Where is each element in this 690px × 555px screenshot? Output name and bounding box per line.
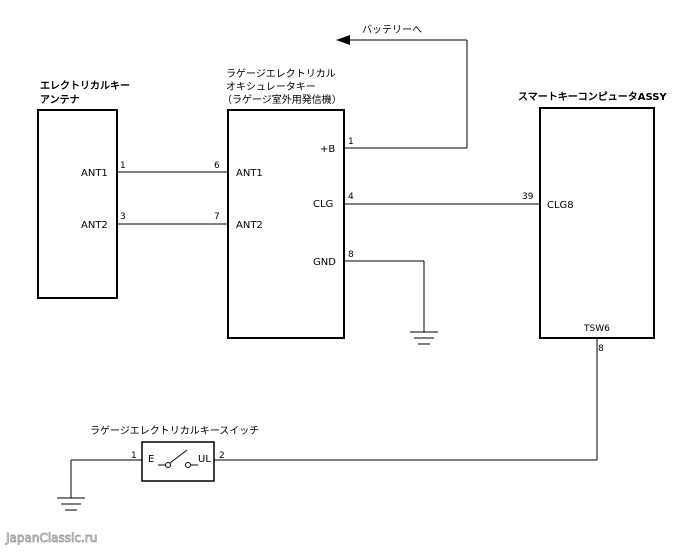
oscillator-ground [344,260,438,345]
oscillator-pin-number-6: 6 [214,161,220,171]
battery-arrow-icon [336,35,350,45]
oscillator-pin-plus-b: +B [320,144,335,155]
computer-pin-number-8: 8 [598,344,604,354]
smart-key-computer-component: スマートキーコンピュータASSY CLG8 39 TSW6 8 [518,91,667,354]
antenna-title-line1: エレクトリカルキー [40,80,130,92]
oscillator-pin-ant1: ANT1 [236,168,263,179]
oscillator-pin-number-4: 4 [348,192,354,202]
computer-title: スマートキーコンピュータASSY [518,91,667,103]
battery-label: バッテリーへ [362,24,422,36]
antenna-pin-ant2: ANT2 [81,220,108,231]
ground-icon [57,497,85,511]
switch-box [141,441,215,482]
antenna-title-line2: アンテナ [40,94,80,106]
antenna-pin-number-1: 1 [120,161,126,171]
oscillator-component: ラゲージエレクトリカル オキシュレータキー （ラゲージ室外用発信機） ANT1 … [214,68,354,339]
oscillator-title-line2: オキシュレータキー [226,81,316,93]
antenna-component: エレクトリカルキー アンテナ ANT1 ANT2 1 3 [37,80,130,299]
oscillator-pin-clg: CLG [313,199,333,210]
oscillator-title-line1: ラゲージエレクトリカル [226,68,336,80]
oscillator-pin-number-8: 8 [348,250,354,260]
computer-box [539,107,655,339]
switch-ground [57,459,142,511]
oscillator-box [227,109,345,339]
oscillator-pin-ant2: ANT2 [236,220,263,231]
switch-label-ul: UL [198,454,211,465]
switch-contact-icon [158,449,198,468]
antenna-box [37,109,118,299]
switch-pin-number-1: 1 [131,451,137,461]
computer-pin-number-39: 39 [522,192,534,202]
watermark: JapanClassic.ru [5,531,97,545]
computer-pin-clg8: CLG8 [547,200,574,211]
computer-pin-tsw6: TSW6 [583,324,610,334]
battery-connection: バッテリーへ [336,24,468,149]
oscillator-pin-number-1: 1 [348,137,354,147]
key-switch-component: ラゲージエレクトリカルキースイッチ E UL 1 2 [90,425,259,482]
oscillator-title-line3: （ラゲージ室外用発信機） [222,93,342,106]
antenna-pin-number-3: 3 [120,212,126,222]
antenna-pin-ant1: ANT1 [81,168,108,179]
oscillator-pin-number-7: 7 [214,212,220,222]
ground-icon [410,331,438,345]
oscillator-pin-gnd: GND [313,257,336,268]
switch-title: ラゲージエレクトリカルキースイッチ [90,425,259,437]
switch-label-e: E [148,454,154,465]
switch-pin-number-2: 2 [219,451,225,461]
